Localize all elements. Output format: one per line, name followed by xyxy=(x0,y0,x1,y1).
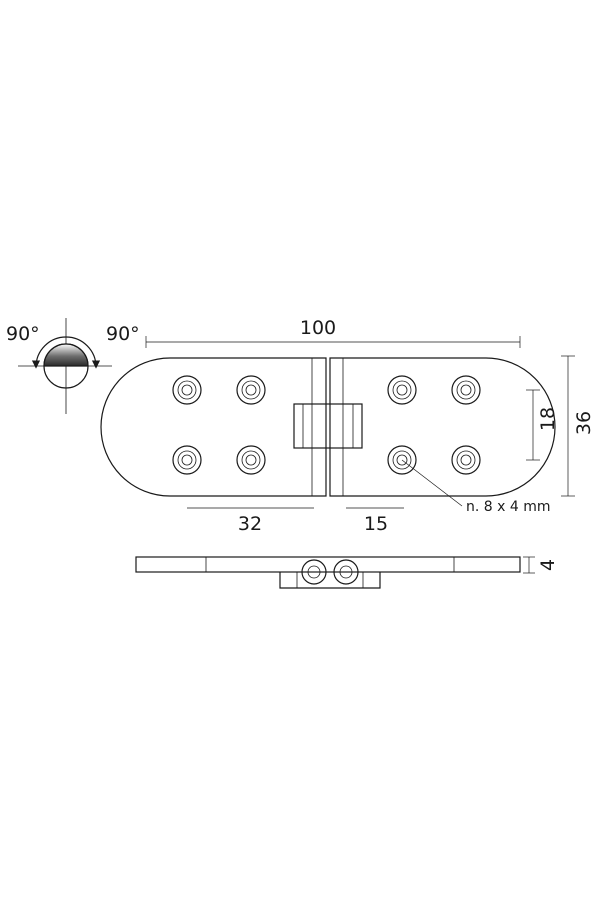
right-leaf xyxy=(329,357,556,497)
hole xyxy=(387,375,417,405)
callout-leader xyxy=(401,459,463,507)
dimension-thickness: 4 xyxy=(523,556,559,574)
hinge-top-view xyxy=(100,357,556,497)
left-leaf xyxy=(100,357,327,497)
dimension-overall-width: 36 xyxy=(561,355,595,497)
thickness-label: 4 xyxy=(537,559,559,571)
half-disc xyxy=(43,343,89,367)
dimension-hole-pitch: 32 xyxy=(187,507,314,535)
right-angle-label: 90° xyxy=(106,323,140,345)
inner-spacing-label: 18 xyxy=(537,407,559,431)
hole xyxy=(451,375,481,405)
hole-callout-label: n. 8 x 4 mm xyxy=(466,499,551,515)
knuckle-housing xyxy=(279,572,381,589)
overall-width-label: 36 xyxy=(573,411,595,435)
dimension-overall-length: 100 xyxy=(145,317,521,348)
rotation-symbol: 90° 90° xyxy=(6,318,140,414)
right-rotation-arrow xyxy=(65,336,101,369)
hole-callout: n. 8 x 4 mm xyxy=(401,459,551,515)
hole xyxy=(451,445,481,475)
hinge-side-view xyxy=(135,556,521,589)
dimension-inner-spacing: 18 xyxy=(526,389,559,461)
hole xyxy=(387,445,417,475)
hole xyxy=(236,375,266,405)
hinge-pin xyxy=(301,559,327,585)
overall-length-label: 100 xyxy=(300,317,336,339)
knuckle-offset-label: 15 xyxy=(364,513,388,535)
hole xyxy=(172,445,202,475)
hinge-knuckle-block xyxy=(293,403,363,449)
side-plate xyxy=(135,556,521,573)
hinge-pin xyxy=(333,559,359,585)
hole-pitch-label: 32 xyxy=(238,513,262,535)
left-angle-label: 90° xyxy=(6,323,40,345)
hole xyxy=(172,375,202,405)
hole xyxy=(236,445,266,475)
dimension-knuckle-offset: 15 xyxy=(346,507,404,535)
left-rotation-arrow xyxy=(31,336,67,369)
